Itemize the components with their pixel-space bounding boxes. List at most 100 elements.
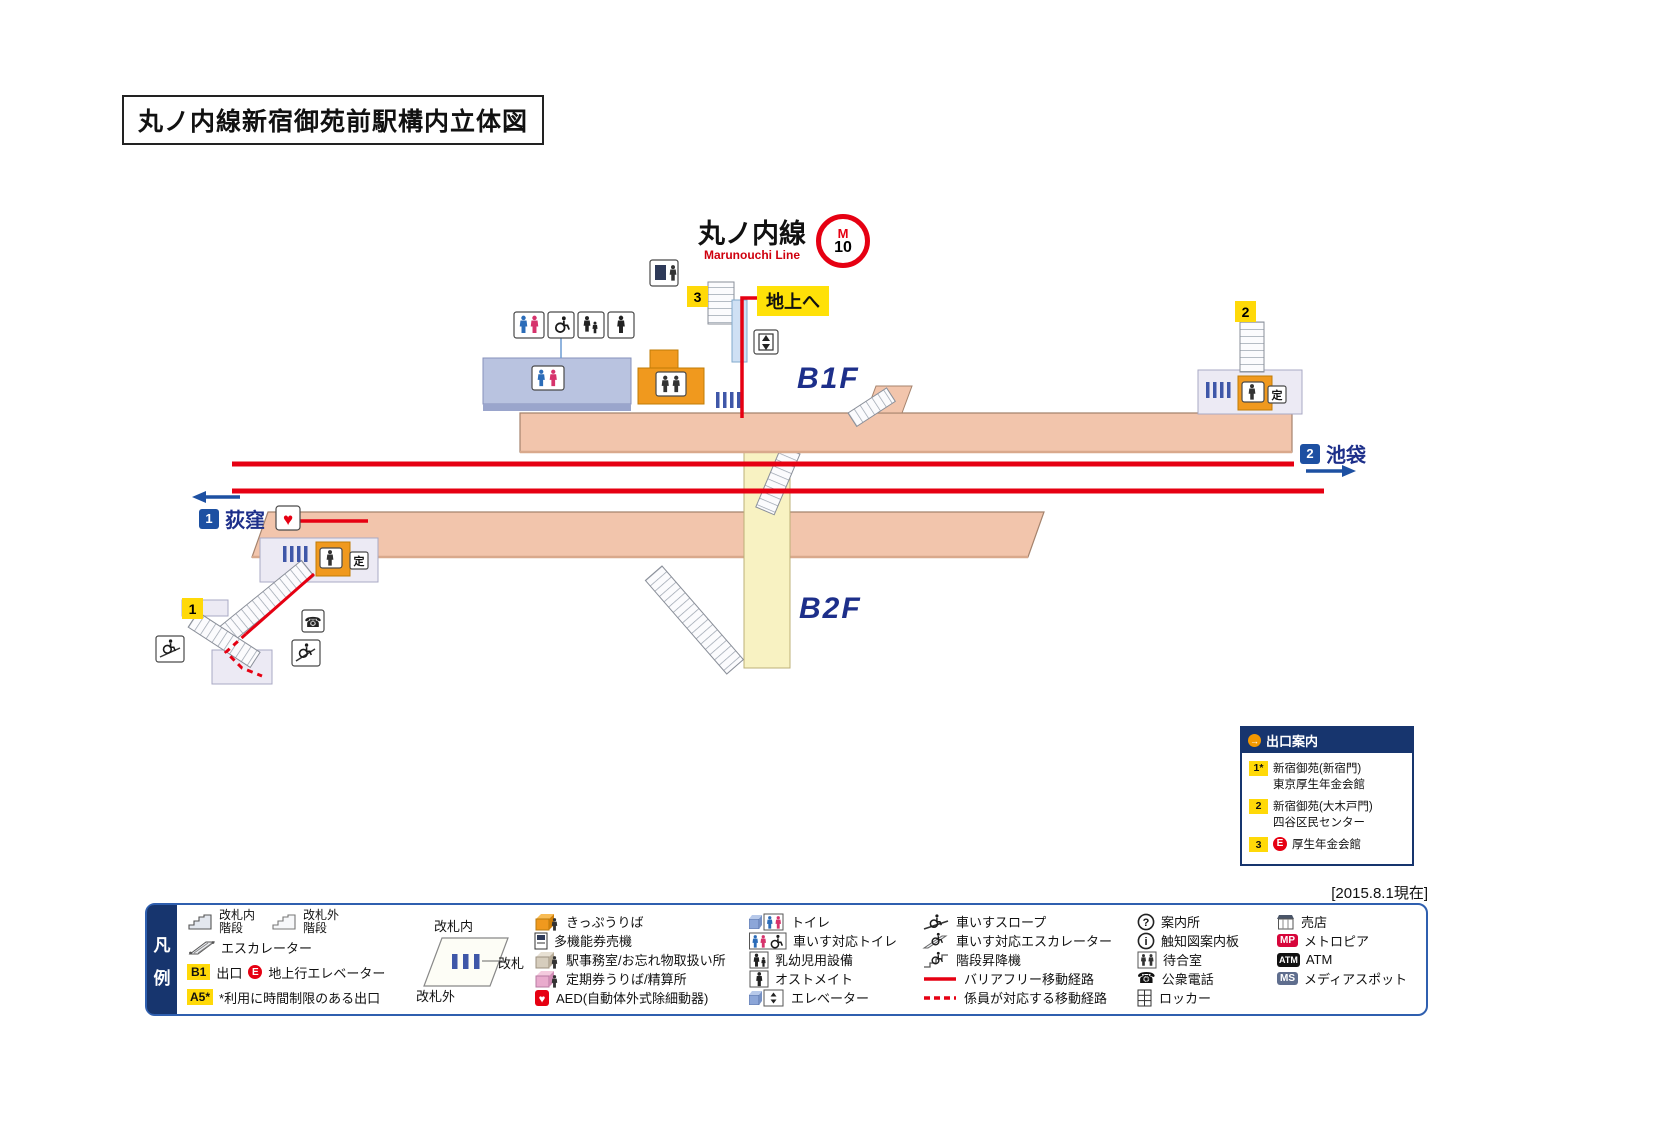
- legend-row-bf-route: バリアフリー移動経路: [922, 969, 1127, 988]
- stairs-outside-l1: 改札外: [303, 908, 340, 923]
- direction-2-name: 池袋: [1326, 445, 1366, 467]
- direction-arrow-right: [1306, 465, 1356, 477]
- bf-route-legend-icon: [924, 976, 956, 981]
- station-office-label: 駅事務室/お忘れ物取扱い所: [566, 953, 726, 968]
- gate-label: 改札: [498, 955, 525, 971]
- info-question-glyph: ?: [1143, 917, 1150, 929]
- atm-badge: ATM: [1277, 952, 1300, 967]
- public-phone-label: 公衆電話: [1161, 972, 1214, 987]
- exit-guide-elevator-icon: E: [1273, 837, 1287, 852]
- legend-col-g: 売店 MP メトロピア ATM ATM MS メディアスポット: [1277, 912, 1417, 1007]
- aed-icon: ♥: [275, 505, 301, 531]
- legend-row-station-office: 駅事務室/お忘れ物取扱い所: [534, 950, 739, 969]
- b1f-label: B1F: [797, 362, 860, 395]
- toilet-label: トイレ: [791, 915, 831, 930]
- exit-guide-item1-line1: 新宿御苑(新宿門): [1273, 763, 1362, 775]
- aed-legend-heart: ♥: [539, 993, 546, 1005]
- page-title: 丸ノ内線新宿御苑前駅構内立体図: [122, 95, 545, 145]
- gate-inside-label: 改札内: [434, 918, 474, 934]
- shop-icon: [1277, 914, 1294, 929]
- legend-row-ticket-office: きっぷうりば: [534, 912, 739, 931]
- wc-toilet-legend-icon: [749, 932, 787, 949]
- direction-1-badge: 1: [199, 508, 219, 529]
- toilet-legend-icon: [749, 913, 784, 930]
- exit-b1-badge: B1: [187, 964, 211, 980]
- direction-ogikubo: 1 荻窪: [199, 504, 265, 533]
- legend-row-aed: ♥ AED(自動体外式除細動器): [534, 988, 739, 1007]
- pass-office-label: 定期券うりば/精算所: [566, 972, 687, 987]
- stairs-inside-l2: 階段: [219, 921, 244, 935]
- public-phone-icon: ☎: [301, 609, 325, 633]
- b2f-left-office-icon: [319, 547, 343, 569]
- tactile-map-label: 触知図案内板: [1161, 934, 1240, 949]
- exit-guide-item-3: 3 E 厚生年金会館: [1249, 837, 1405, 853]
- station-office-icon: [655, 371, 687, 397]
- tactile-i-glyph: i: [1144, 936, 1147, 948]
- legend-row-mediaspot: MS メディアスポット: [1277, 969, 1417, 988]
- toilet-icon: [513, 311, 545, 339]
- line-number: 10: [834, 238, 852, 256]
- staff-assisted-route: [223, 632, 263, 678]
- legend-row-phone: ☎ 公衆電話: [1137, 969, 1267, 988]
- stair-lift-legend-icon: [924, 951, 948, 968]
- waiting-room-label: 待合室: [1163, 953, 1203, 968]
- exit-2-badge: 2: [1235, 301, 1256, 322]
- legend-row-exit-elevator: B1 出口 E 地上行エレベーター: [187, 962, 402, 982]
- b1f-platform: [519, 385, 1293, 454]
- restroom-sign-icon: [531, 365, 565, 391]
- legend-col-c: きっぷうりば 多機能券売機: [534, 912, 739, 1007]
- wheelchair-slope-icon: [155, 635, 185, 663]
- b2f-platform: [251, 511, 1045, 559]
- nursery-icon: [577, 311, 605, 339]
- exit-guide-badge-1: 1*: [1249, 761, 1268, 776]
- b2f-label: B2F: [799, 592, 862, 625]
- stairs-inside-icon: [187, 914, 213, 930]
- legend-col-gates: 改札内 改札 改札外: [412, 912, 524, 1007]
- legend-row-waiting: 待合室: [1137, 950, 1267, 969]
- ground-elevator-badge: E: [248, 965, 263, 979]
- exit-guide-item1-line2: 東京厚生年金会館: [1273, 779, 1365, 792]
- legend-row-stair-lift: 階段昇降機: [922, 950, 1127, 969]
- b1f-pass-office-label: 定: [1272, 388, 1283, 402]
- legend-col-e: 車いすスロープ 車いす対応エスカレーター 階段昇降機: [922, 912, 1127, 1007]
- wc-escalator-legend-icon: [922, 932, 948, 948]
- escalator-label: エスカレーター: [221, 940, 313, 956]
- gate-outside-label: 改札外: [416, 988, 456, 1004]
- to-ground-label: 地上へ: [757, 286, 829, 316]
- wc-escalator-label: 車いす対応エスカレーター: [956, 934, 1113, 949]
- legend-row-wc-toilet: 車いす対応トイレ: [749, 931, 912, 950]
- legend-row-info: ? 案内所: [1137, 912, 1267, 931]
- ostomate-icon: [607, 311, 635, 339]
- legend-row-pass-office: 定期券うりば/精算所: [534, 969, 739, 988]
- exit-2-number: 2: [1241, 303, 1250, 320]
- legend-tab-char2: 例: [153, 968, 171, 988]
- metropia-label: メトロピア: [1304, 934, 1370, 949]
- pass-office-icon: [535, 970, 558, 988]
- legend-row-locker: ロッカー: [1137, 988, 1267, 1007]
- multi-machine-icon: [534, 932, 548, 949]
- exit-3-number: 3: [693, 288, 702, 305]
- b2f-left-gates: [283, 546, 308, 562]
- b2f-pass-office-box: 定: [349, 551, 369, 570]
- locker-icon: [1137, 989, 1152, 1006]
- nursery-label: 乳幼児用設備: [775, 953, 854, 968]
- limited-exit-badge: A5*: [187, 989, 214, 1005]
- exit-guide-item-2: 2 新宿御苑(大木戸門) 四谷区民センター: [1249, 799, 1405, 831]
- tactile-map-icon: i: [1137, 932, 1155, 949]
- exit-guide-badge-2: 2: [1249, 799, 1268, 815]
- exit-1-badge: 1: [182, 598, 203, 619]
- exit-label: 出口: [216, 965, 243, 981]
- stairs-outside-label: 改札外 階段: [303, 909, 339, 934]
- wheelchair-escalator-icon: [291, 639, 321, 667]
- locker-label: ロッカー: [1159, 991, 1212, 1006]
- aed-legend-icon: ♥: [535, 989, 549, 1006]
- legend-panel: 凡 例 改札内 階段 改札外 階段: [145, 903, 1428, 1016]
- legend-row-stairs: 改札内 階段 改札外 階段: [187, 909, 402, 935]
- exit-guide-lines-1: 新宿御苑(新宿門) 東京厚生年金会館: [1273, 761, 1365, 793]
- line-name-jp: 丸ノ内線: [698, 219, 806, 250]
- legend-tab-char1: 凡: [153, 935, 171, 955]
- exit3-stairs: [707, 281, 735, 325]
- b1f-center-gates: [716, 392, 741, 408]
- legend-row-nursery: 乳幼児用設備: [749, 950, 912, 969]
